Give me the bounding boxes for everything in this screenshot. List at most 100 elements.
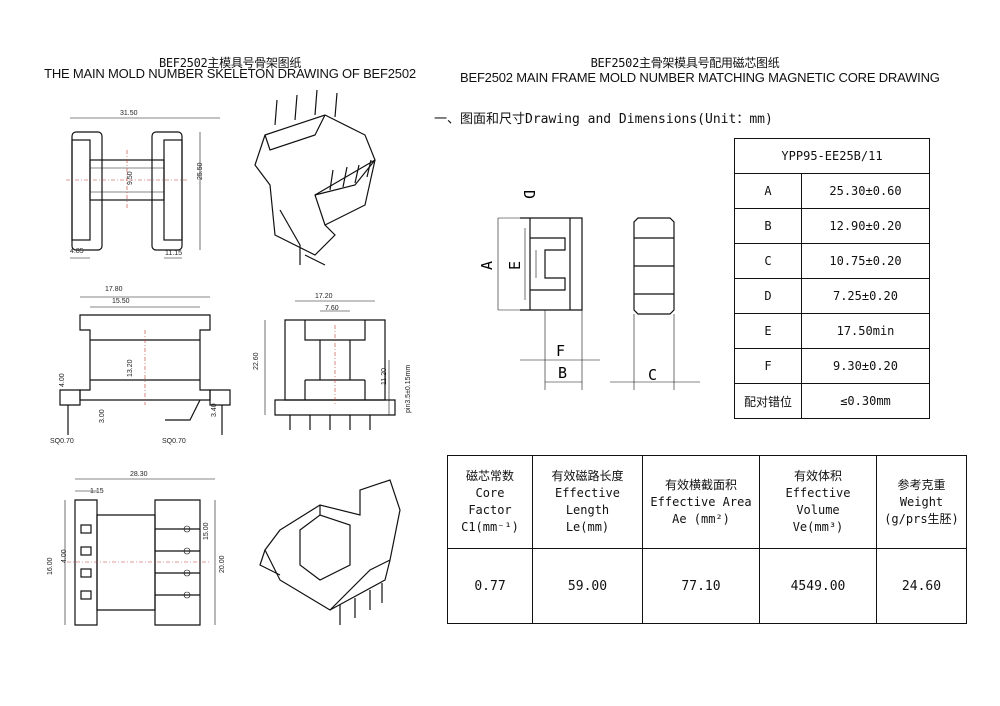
dim-31-50: 31.50 xyxy=(120,110,138,117)
core-drawing: A D E F B C xyxy=(478,190,700,390)
dim-11-15: 11.15 xyxy=(165,250,182,257)
dims-value: 17.50min xyxy=(801,313,930,349)
props-header-en: (g/prs生胚) xyxy=(884,511,959,526)
dim-4-85: 4.85 xyxy=(70,248,84,255)
props-header-cn: 有效体积 xyxy=(793,469,842,483)
props-header-en: Core xyxy=(475,486,505,500)
props-header-en: Ae (mm²) xyxy=(672,511,730,526)
dim-4-00a: 4.00 xyxy=(59,373,66,387)
props-header-length: 有效磁路长度 Effective Length Le(mm) xyxy=(532,455,643,549)
skeleton-drawing: 31.50 25.50 9.50 4.85 11.15 17.80 15.50 … xyxy=(47,89,412,626)
dims-key: B xyxy=(734,208,802,244)
dims-key: D xyxy=(734,278,802,314)
dim-16-00: 16.00 xyxy=(47,557,54,575)
dim-pin: pin3.5±0.15mm xyxy=(405,365,412,413)
dim-15-50: 15.50 xyxy=(112,298,130,305)
bobbin-top-view xyxy=(66,117,220,259)
props-header-weight: 参考克重 Weight (g/prs生胚) xyxy=(876,455,967,549)
dim-9-50: 9.50 xyxy=(127,171,134,185)
left-title-cn: BEF2502主模具号骨架图纸 xyxy=(158,56,302,70)
dim-17-20: 17.20 xyxy=(315,293,333,300)
dim-sq-2: SQ0.70 xyxy=(162,438,186,445)
dim-3-00: 3.00 xyxy=(99,409,106,423)
dim-17-80: 17.80 xyxy=(105,286,123,293)
dim-13-20: 13.20 xyxy=(127,359,134,377)
core-properties-table: 磁芯常数 Core Factor C1(mm⁻¹) 有效磁路长度 Effecti… xyxy=(447,455,967,624)
props-header-en: Ve(mm³) xyxy=(792,520,844,534)
dims-key: E xyxy=(734,313,802,349)
dims-value: ≤0.30mm xyxy=(801,383,930,419)
letter-d: D xyxy=(520,190,538,199)
dim-22-60: 22.60 xyxy=(253,352,260,370)
dim-7-60: 7.60 xyxy=(325,305,339,312)
dims-value: 12.90±0.20 xyxy=(801,208,930,244)
props-value-area: 77.10 xyxy=(642,548,760,624)
props-header-area: 有效横截面积 Effective Area Ae (mm²) xyxy=(642,455,760,549)
dim-3-40: 3.40 xyxy=(211,403,218,417)
props-value-volume: 4549.00 xyxy=(759,548,877,624)
props-header-en: Volume xyxy=(796,503,840,517)
dims-value: 25.30±0.60 xyxy=(801,173,930,209)
props-value-row: 0.77 59.00 77.10 4549.00 24.60 xyxy=(447,548,967,624)
props-header-en: Effective xyxy=(785,486,851,500)
dims-value: 9.30±0.20 xyxy=(801,348,930,384)
props-value-weight: 24.60 xyxy=(876,548,967,624)
props-header-en: C1(mm⁻¹) xyxy=(461,520,519,534)
letter-f: F xyxy=(556,342,565,360)
dim-4-00b: 4.00 xyxy=(61,549,68,563)
dim-25-50: 25.50 xyxy=(197,162,204,180)
props-value-length: 59.00 xyxy=(532,548,643,624)
props-header-en: Length xyxy=(565,503,610,517)
core-side-profile xyxy=(610,217,700,390)
props-header-cn: 参考克重 xyxy=(897,477,946,492)
left-title-en: THE MAIN MOLD NUMBER SKELETON DRAWING OF… xyxy=(44,66,416,81)
props-header-core-factor: 磁芯常数 Core Factor C1(mm⁻¹) xyxy=(447,455,533,549)
letter-e: E xyxy=(506,261,524,270)
props-header-en: Factor xyxy=(468,503,512,517)
props-header-en: Effective Area xyxy=(650,494,752,509)
dims-value: 7.25±0.20 xyxy=(801,278,930,314)
letter-c: C xyxy=(648,366,657,384)
right-title-en: BEF2502 MAIN FRAME MOLD NUMBER MATCHING … xyxy=(460,70,940,85)
letter-a: A xyxy=(478,261,496,270)
section-heading: 一、图面和尺寸Drawing and Dimensions(Unit：mm) xyxy=(434,112,773,127)
props-header-cn: 磁芯常数 xyxy=(465,469,514,483)
dim-20-00: 20.00 xyxy=(219,555,226,573)
props-header-en: Le(mm) xyxy=(565,520,610,534)
dims-value: 10.75±0.20 xyxy=(801,243,930,279)
dim-28-30: 28.30 xyxy=(130,471,148,478)
bobbin-side-view xyxy=(264,300,396,430)
dims-key: C xyxy=(734,243,802,279)
dim-1-15: 1.15 xyxy=(90,488,104,495)
dims-row: 配对错位≤0.30mm xyxy=(734,383,930,419)
core-front-profile xyxy=(497,217,600,390)
dims-header-row: YPP95-EE25B/11 xyxy=(734,138,930,174)
bobbin-iso-view-1 xyxy=(254,89,376,266)
dim-15-00: 15.00 xyxy=(203,522,210,540)
dim-sq-1: SQ0.70 xyxy=(50,438,74,445)
bobbin-iso-view-2 xyxy=(259,479,401,625)
props-header-cn: 有效磁路长度 xyxy=(551,469,624,483)
props-header-volume: 有效体积 Effective Volume Ve(mm³) xyxy=(759,455,877,549)
letter-b: B xyxy=(558,364,567,382)
dims-header: YPP95-EE25B/11 xyxy=(734,138,930,174)
props-header-en: Effective xyxy=(554,486,621,500)
props-header-en: Weight xyxy=(899,494,944,509)
dim-11-20: 11.20 xyxy=(381,368,388,385)
bobbin-front-view xyxy=(59,296,231,435)
props-header-cn: 有效横截面积 xyxy=(664,477,737,492)
props-value-core-factor: 0.77 xyxy=(447,548,533,624)
dims-key: 配对错位 xyxy=(734,383,802,419)
props-header-row: 磁芯常数 Core Factor C1(mm⁻¹) 有效磁路长度 Effecti… xyxy=(447,455,967,549)
right-title-cn: BEF2502主骨架模具号配用磁芯图纸 xyxy=(590,56,780,70)
bobbin-bottom-view xyxy=(64,478,216,626)
dims-key: A xyxy=(734,173,802,209)
dims-key: F xyxy=(734,348,802,384)
